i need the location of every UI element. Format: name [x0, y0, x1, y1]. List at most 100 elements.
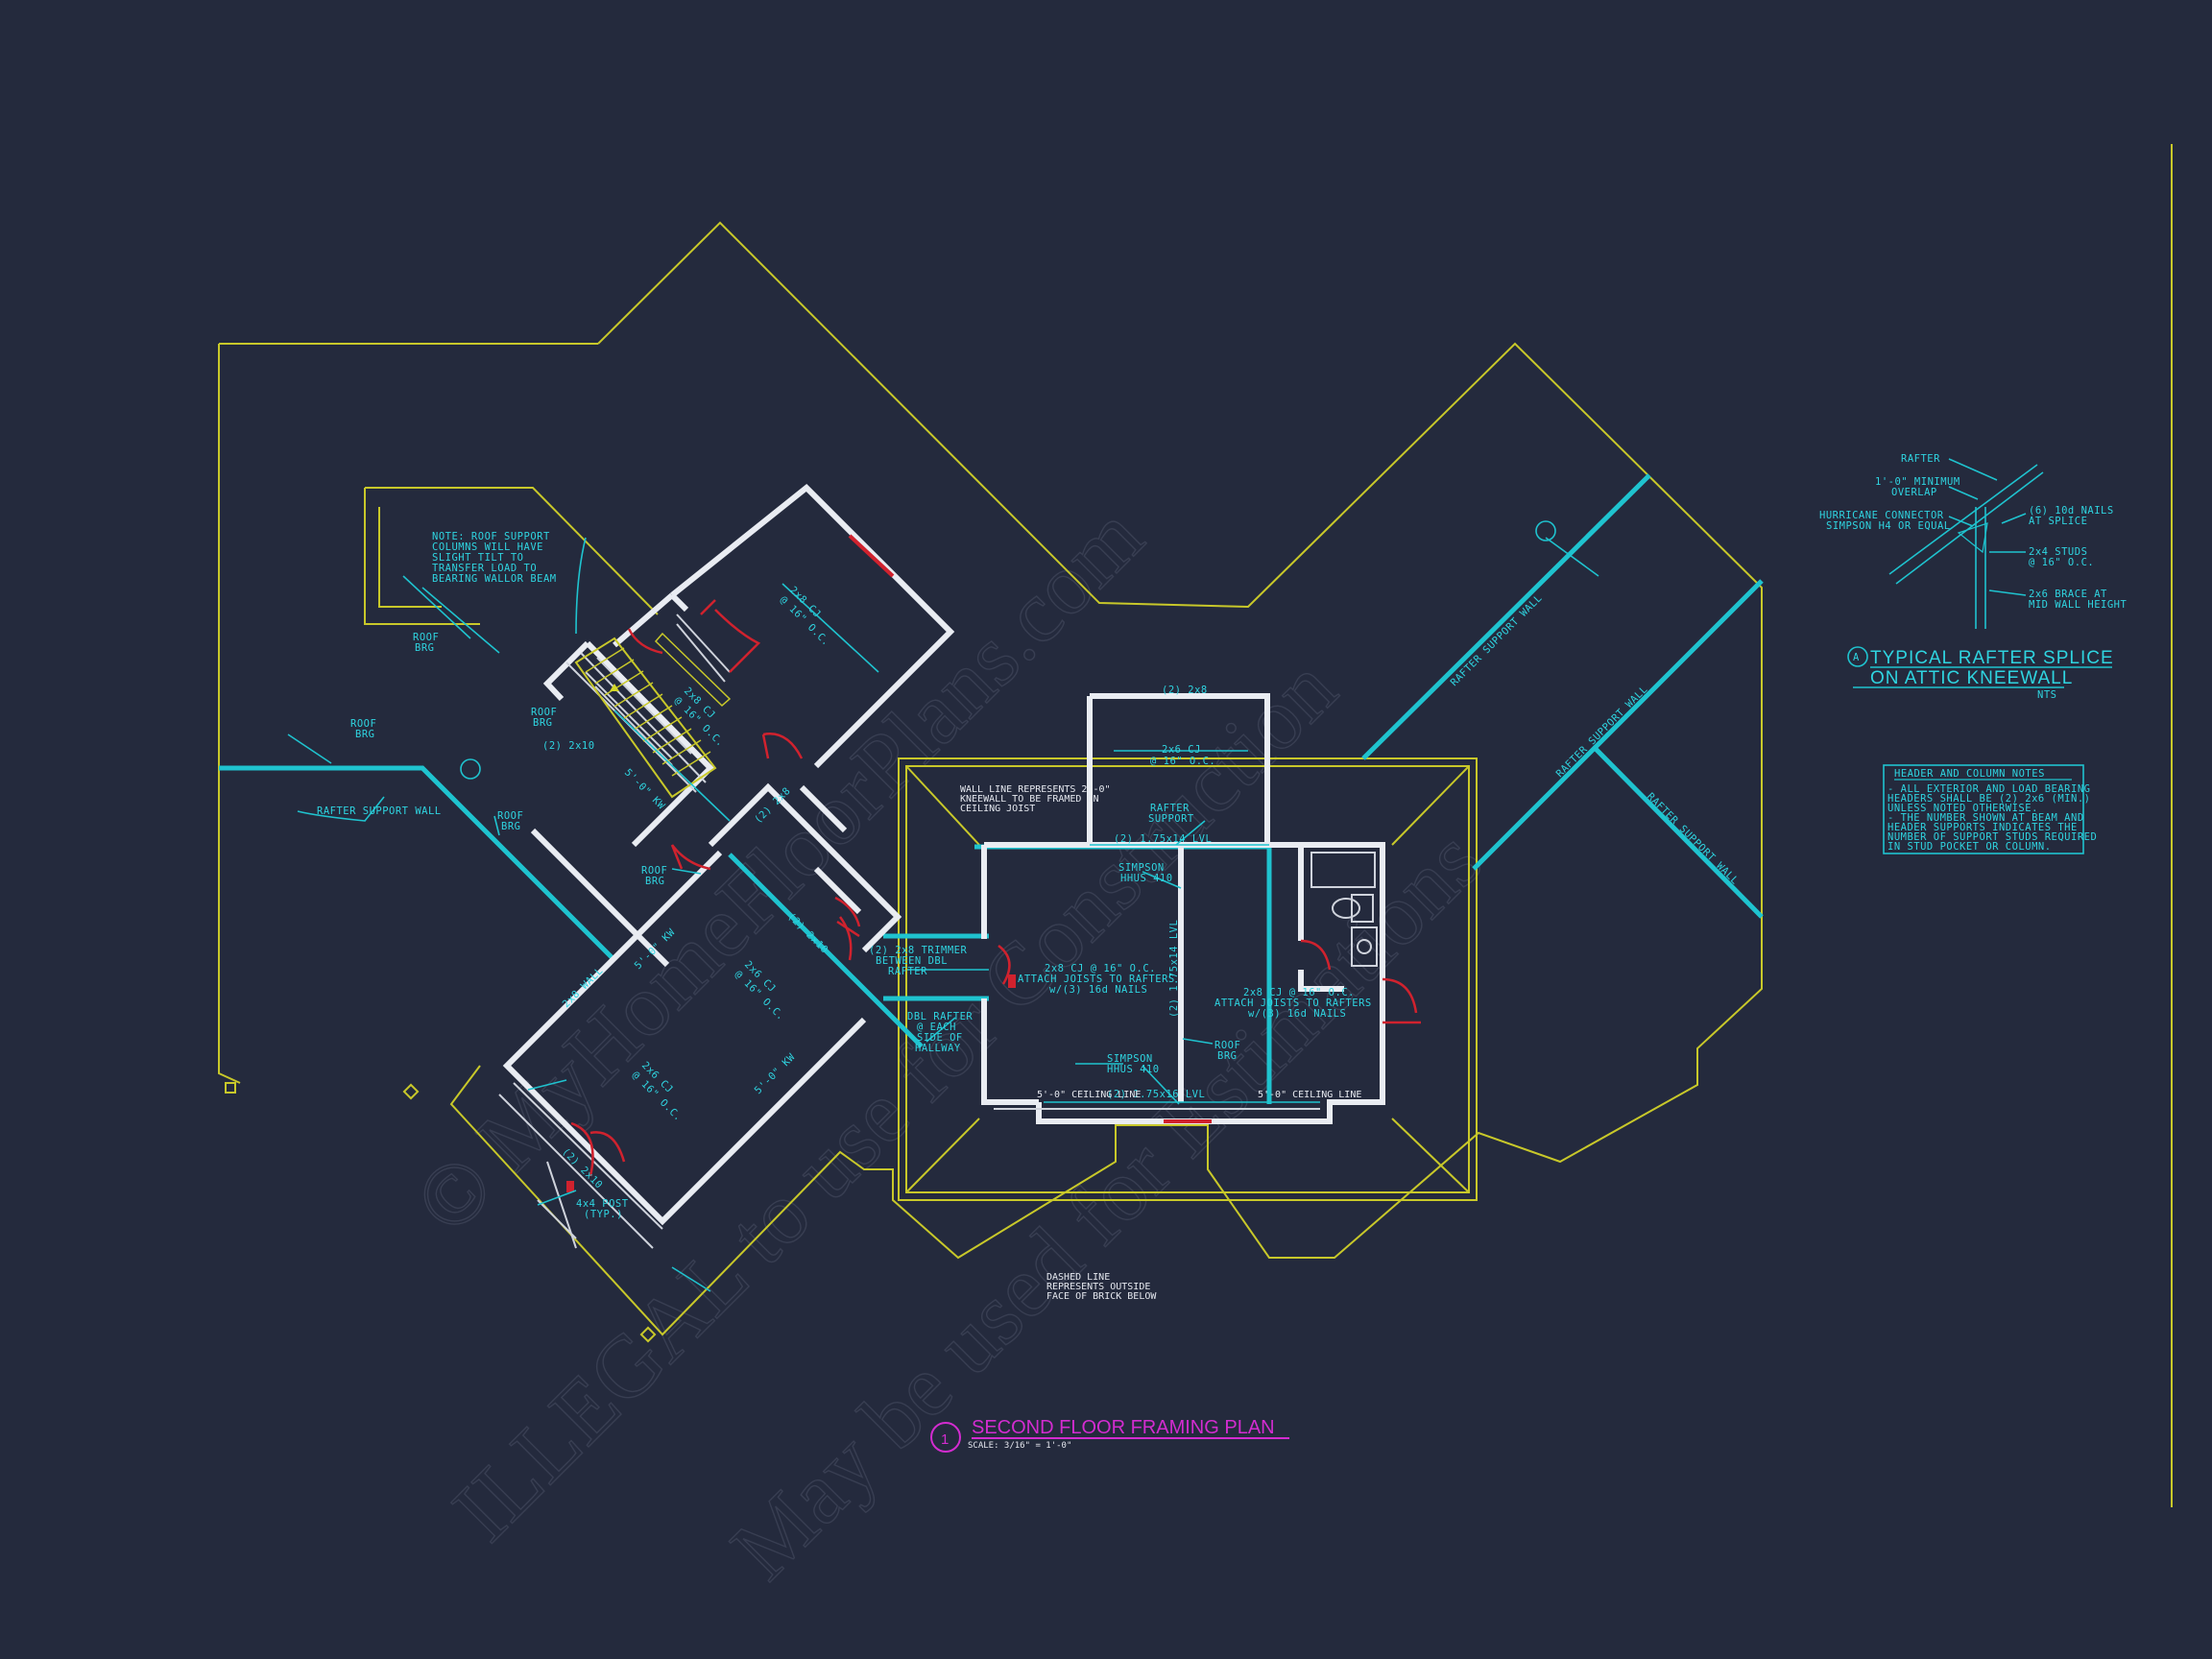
wall-line-note-3: CEILING JOIST [960, 804, 1035, 814]
rafter-support-wall-label-2: RAFTER SUPPORT WALL [1449, 592, 1545, 688]
kw-label-1: 5'-0" KW [622, 767, 667, 812]
detail-marker-a-icon [460, 758, 481, 780]
roof-brg-label-6b: BRG [1217, 1050, 1237, 1062]
rafter-support-wall-label-4: RAFTER SUPPORT WALL [1645, 791, 1741, 887]
stair [574, 632, 732, 799]
trimmer-label-3: RAFTER [888, 966, 927, 977]
roof-brg-label-5: ROOF [641, 865, 667, 877]
cj-2x6-label-5: 2x6 CJ [1162, 744, 1201, 756]
ceiling-line-label-1: 5'-0" CEILING LINE [1037, 1090, 1141, 1100]
trimmer-label-2: BETWEEN DBL [876, 955, 948, 967]
header-notes-title: HEADER AND COLUMN NOTES [1894, 768, 2045, 780]
dashed-line-note-2: REPRESENTS OUTSIDE [1046, 1282, 1150, 1292]
roof-brg-label-3: ROOF [531, 707, 557, 718]
detail-brace-label-1: 2x6 BRACE AT [2029, 589, 2107, 600]
lvl-14-label: (2) 1.75x14 LVL [1114, 833, 1212, 845]
title-marker-icon [930, 1422, 961, 1453]
rafter-support-label-2: SUPPORT [1148, 813, 1194, 825]
detail-nts: NTS [2037, 689, 2056, 701]
plan-details [498, 613, 1378, 1249]
header-note-line-5: HEADER SUPPORTS INDICATES THE [1887, 822, 2078, 833]
attach-right-label-3: w/(3) 16d NAILS [1248, 1008, 1346, 1020]
header-note-line-4: - THE NUMBER SHOWN AT BEAM AND [1887, 812, 2084, 824]
detail-brace-label-2: MID WALL HEIGHT [2029, 599, 2128, 611]
detail-rafter-label: RAFTER [1901, 453, 1940, 465]
simpson-label-2b: HHUS 410 [1107, 1064, 1160, 1075]
attach-right-label-1: 2x8 CJ @ 16" O.C. [1243, 987, 1355, 998]
dbl-rafter-label-1: DBL RAFTER [907, 1011, 973, 1022]
toilet-icon [1351, 894, 1374, 923]
note-line-1: NOTE: ROOF SUPPORT [432, 531, 550, 542]
attach-left-label-2: ATTACH JOISTS TO RAFTERS [1018, 974, 1175, 985]
detail-hurricane-label-1: HURRICANE CONNECTOR [1819, 510, 1944, 521]
roof-brg-label-6: ROOF [1214, 1040, 1240, 1051]
detail-nails-label-2: AT SPLICE [2029, 516, 2087, 527]
attach-right-label-2: ATTACH JOISTS TO RAFTERS [1214, 998, 1372, 1009]
attach-left-label-1: 2x8 CJ @ 16" O.C. [1045, 963, 1156, 974]
doors [566, 534, 1421, 1192]
note-line-5: BEARING WALLOR BEAM [432, 573, 557, 585]
post-label-1: 4x4 POST [576, 1198, 629, 1210]
roof-brg-label-1: ROOF [413, 632, 439, 643]
post-label-2: (TYP.) [584, 1209, 623, 1220]
rafter-support-wall-label-1: RAFTER SUPPORT WALL [317, 805, 442, 817]
cj-at16-label-5: @ 16" O.C. [1150, 756, 1215, 767]
note-line-2: COLUMNS WILL HAVE [432, 541, 543, 553]
dashed-line-note-1: DASHED LINE [1046, 1272, 1110, 1283]
dbl-rafter-label-4: HALLWAY [915, 1043, 961, 1054]
simpson-label-1b: HHUS 410 [1120, 873, 1173, 884]
detail-overlap-label-1: 1'-0" MINIMUM [1875, 476, 1960, 488]
detail-marker: A [1853, 652, 1860, 663]
title-text: SECOND FLOOR FRAMING PLAN [972, 1417, 1275, 1438]
note-line-3: SLIGHT TILT TO [432, 552, 524, 564]
dashed-line-note-3: FACE OF BRICK BELOW [1046, 1291, 1157, 1302]
roof-brg-label-1b: BRG [415, 642, 434, 654]
detail-title-1: TYPICAL RAFTER SPLICE [1870, 648, 2114, 668]
roof-brg-label-4b: BRG [501, 821, 520, 832]
roof-brg-label-2b: BRG [355, 729, 374, 740]
detail-marker-a-icon-2 [1535, 520, 1556, 541]
ceiling-line-label-2: 5'-0" CEILING LINE [1258, 1090, 1361, 1100]
rafter-splice-detail: RAFTER 1'-0" MINIMUM OVERLAP HURRICANE C… [1819, 453, 2128, 701]
stair-arrow-icon [610, 684, 619, 691]
roof-outline [218, 221, 1763, 1343]
roof-brg-label-5b: BRG [645, 876, 664, 887]
beams-and-leaders [287, 520, 1599, 1453]
detail-nails-label-1: (6) 10d NAILS [2029, 505, 2114, 517]
header-2x10-label: (2) 2x10 [542, 740, 595, 752]
detail-studs-label-2: @ 16" O.C. [2029, 557, 2094, 568]
dbl-rafter-label-3: SIDE OF [917, 1032, 963, 1044]
wall-line-note-1: WALL LINE REPRESENTS 2'-0" [960, 784, 1111, 795]
roof-brg-label-4: ROOF [497, 810, 523, 822]
dbl-rafter-label-2: @ EACH [917, 1022, 956, 1033]
title-number: 1 [941, 1431, 949, 1448]
header-2x10-label-2: (2) 2x10 [785, 911, 830, 956]
interior-walls [502, 483, 1385, 1226]
simpson-label-2a: SIMPSON [1107, 1053, 1153, 1065]
sink-icon [1351, 926, 1378, 967]
detail-marker-icon [1847, 646, 1868, 667]
rafter-support-wall-label-3: RAFTER SUPPORT WALL [1554, 684, 1650, 780]
header-note-line-2: HEADERS SHALL BE (2) 2x6 (MIN.) [1887, 793, 2090, 805]
header-note-line-3: UNLESS NOTED OTHERWISE. [1887, 803, 2038, 814]
detail-studs-label-1: 2x4 STUDS [2029, 546, 2087, 558]
lvl-14-vertical-label: (2) 1.75x14 LVL [1168, 920, 1180, 1018]
wall-line-note-2: KNEEWALL TO BE FRAMED ON [960, 794, 1099, 805]
simpson-label-1a: SIMPSON [1118, 862, 1165, 874]
drawing-title: 1 SECOND FLOOR FRAMING PLAN SCALE: 3/16"… [941, 1417, 1289, 1451]
lvl-16-label: (2) 1.75x16 LVL [1107, 1089, 1205, 1100]
header-2x8-label: (2) 2x8 [1162, 685, 1208, 696]
trimmer-label-1: (2) 2x8 TRIMMER [869, 945, 968, 956]
note-line-4: TRANSFER LOAD TO [432, 563, 537, 574]
attach-left-label-3: w/(3) 16d NAILS [1049, 984, 1147, 996]
header-notes: HEADER AND COLUMN NOTES - ALL EXTERIOR A… [1883, 764, 2097, 854]
roof-brg-label-3b: BRG [533, 717, 552, 729]
title-scale: SCALE: 3/16" = 1'-0" [968, 1441, 1071, 1451]
roof-brg-label-2: ROOF [350, 718, 376, 730]
header-note-line-1: - ALL EXTERIOR AND LOAD BEARING [1887, 783, 2090, 795]
rafter-support-label-1: RAFTER [1150, 803, 1190, 814]
header-note-line-7: IN STUD POCKET OR COLUMN. [1887, 841, 2052, 853]
header-note-line-6: NUMBER OF SUPPORT STUDS REQUIRED [1887, 831, 2097, 843]
detail-overlap-label-2: OVERLAP [1891, 487, 1937, 498]
